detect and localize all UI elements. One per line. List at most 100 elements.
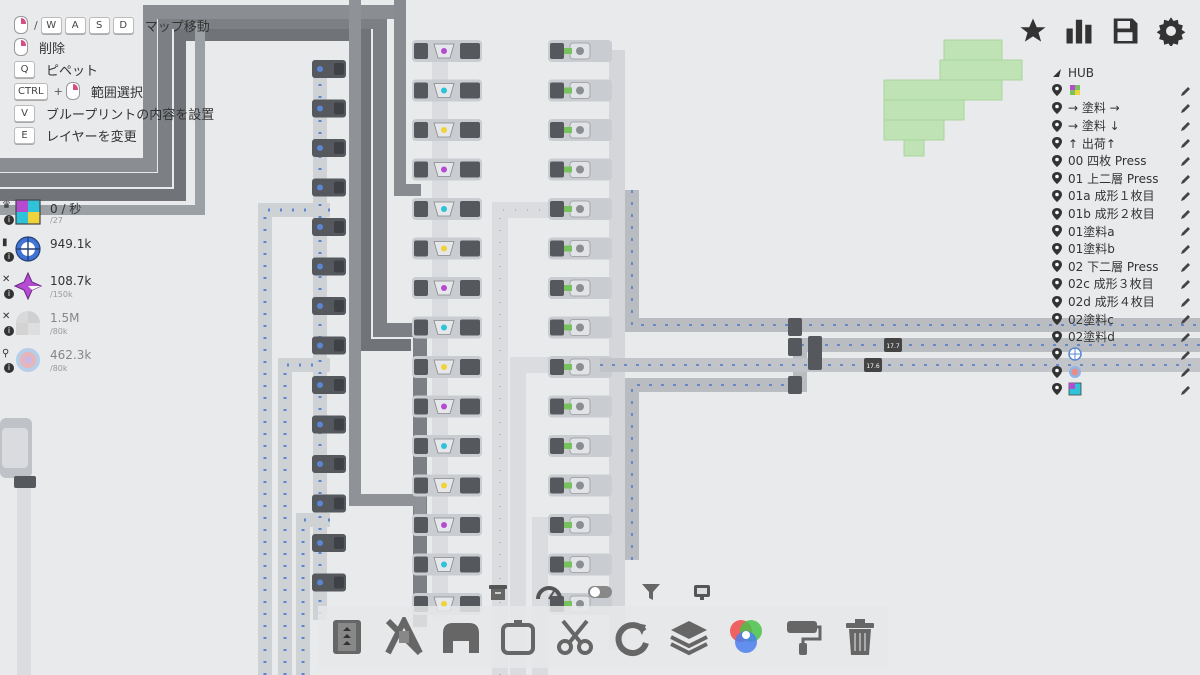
waypoint-item[interactable]	[1052, 82, 1192, 100]
edit-pencil-icon[interactable]	[1180, 102, 1192, 114]
edit-pencil-icon[interactable]	[1180, 85, 1192, 97]
waypoint-item[interactable]: 02d 成形４枚目	[1052, 293, 1192, 311]
waypoint-item[interactable]: 02c 成形３枚目	[1052, 275, 1192, 293]
stat-value: 108.7k	[50, 274, 92, 288]
edit-pencil-icon[interactable]	[1180, 313, 1192, 325]
trash-can-icon[interactable]	[480, 578, 516, 606]
edit-pencil-icon[interactable]	[1180, 278, 1192, 290]
waypoint-item[interactable]: ↑ 出荷↑	[1052, 134, 1192, 152]
edit-pencil-icon[interactable]	[1180, 225, 1192, 237]
waypoint-item[interactable]: 02塗料c	[1052, 310, 1192, 328]
waypoint-label: → 塗料 ↓	[1068, 119, 1120, 134]
machine	[548, 79, 612, 102]
edit-pencil-icon[interactable]	[1180, 366, 1192, 378]
x-icon: ✕	[2, 311, 11, 322]
edit-pencil-icon[interactable]	[1180, 296, 1192, 308]
waypoint-item[interactable]: → 塗料 ↓	[1052, 117, 1192, 135]
cutter-frame-icon[interactable]	[489, 608, 546, 666]
rotate-icon[interactable]	[603, 608, 660, 666]
waypoint-item[interactable]: 01塗料a	[1052, 222, 1192, 240]
scissors-icon[interactable]	[546, 608, 603, 666]
edit-pencil-icon[interactable]	[1180, 155, 1192, 167]
waypoint-item[interactable]: HUB	[1052, 64, 1192, 82]
edit-pencil-icon[interactable]	[1180, 190, 1192, 202]
hint-label: ブループリントの内容を設置	[46, 107, 215, 123]
display-icon[interactable]	[684, 578, 720, 606]
waypoint-label: 02d 成形４枚目	[1068, 295, 1155, 310]
info-icon[interactable]: i	[4, 215, 14, 225]
waypoint-item[interactable]: 00 四枚 Press	[1052, 152, 1192, 170]
edit-pencil-icon[interactable]	[1180, 208, 1192, 220]
waypoint-item[interactable]: → 塗料 →	[1052, 99, 1192, 117]
waypoint-item[interactable]	[1052, 363, 1192, 381]
tunnel-icon[interactable]	[375, 608, 432, 666]
stat-value: 0 / 秒	[50, 202, 82, 216]
key-cap: S	[88, 16, 110, 34]
edit-pencil-icon[interactable]	[1180, 120, 1192, 132]
toggle-icon[interactable]	[582, 578, 618, 606]
waypoint-label: 02 下二層 Press	[1068, 259, 1159, 274]
stats-bars-icon[interactable]	[1064, 16, 1094, 46]
waypoint-item[interactable]: 01塗料b	[1052, 240, 1192, 258]
square-shape-icon	[1068, 383, 1082, 396]
machine	[412, 316, 482, 339]
filter-icon[interactable]	[633, 578, 669, 606]
key-cap: D	[112, 16, 134, 34]
settings-gear-icon[interactable]	[1156, 16, 1186, 46]
speedometer-icon[interactable]	[531, 578, 567, 606]
rotator-ramp-icon[interactable]	[432, 608, 489, 666]
mergers	[788, 318, 822, 394]
machine-column-right	[548, 40, 612, 615]
waypoint-label: 00 四枚 Press	[1068, 154, 1147, 169]
painter-roller-icon[interactable]	[774, 608, 831, 666]
machine	[548, 356, 612, 378]
waypoint-label: 02塗料d	[1068, 330, 1115, 345]
info-icon[interactable]: i	[4, 289, 14, 299]
waypoint-item[interactable]: 02塗料d	[1052, 328, 1192, 346]
waypoint-item[interactable]: 01 上二層 Press	[1052, 170, 1192, 188]
machine	[312, 494, 346, 513]
key-cap: W	[40, 16, 62, 34]
machine	[412, 40, 482, 62]
machine	[312, 534, 346, 552]
edit-pencil-icon[interactable]	[1180, 173, 1192, 185]
stat-value: 1.5M	[50, 311, 80, 325]
info-icon[interactable]: i	[4, 326, 14, 336]
star-icon[interactable]	[1018, 16, 1048, 46]
map-pin-icon	[1052, 242, 1062, 255]
color-mixer-icon[interactable]	[717, 608, 774, 666]
stacker-icon[interactable]	[660, 608, 717, 666]
waypoint-item[interactable]: 02 下二層 Press	[1052, 258, 1192, 276]
waypoint-item[interactable]	[1052, 346, 1192, 364]
machine	[412, 119, 482, 141]
machine	[312, 60, 346, 78]
map-pin-icon	[1052, 119, 1062, 132]
edit-pencil-icon[interactable]	[1180, 331, 1192, 343]
info-icon[interactable]: i	[4, 252, 14, 262]
stat-value: 949.1k	[50, 237, 92, 251]
edit-pencil-icon[interactable]	[1180, 243, 1192, 255]
info-icon[interactable]: i	[4, 363, 14, 373]
map-pin-icon	[1052, 260, 1062, 273]
save-icon[interactable]	[1110, 16, 1140, 46]
machine	[548, 553, 612, 576]
waypoint-label: 02塗料c	[1068, 312, 1114, 327]
waypoint-item[interactable]	[1052, 381, 1192, 399]
balancer-icon[interactable]	[318, 608, 375, 666]
edit-pencil-icon[interactable]	[1180, 349, 1192, 361]
trash-icon[interactable]	[831, 608, 888, 666]
waypoint-item[interactable]: 01a 成形１枚目	[1052, 187, 1192, 205]
edit-pencil-icon[interactable]	[1180, 384, 1192, 396]
purple-star-shape	[14, 272, 42, 300]
edit-pencil-icon[interactable]	[1180, 137, 1192, 149]
edit-pencil-icon[interactable]	[1180, 261, 1192, 273]
waypoint-label: ↑ 出荷↑	[1068, 136, 1116, 151]
machine	[548, 119, 612, 141]
waypoint-item[interactable]: 01b 成形２枚目	[1052, 205, 1192, 223]
